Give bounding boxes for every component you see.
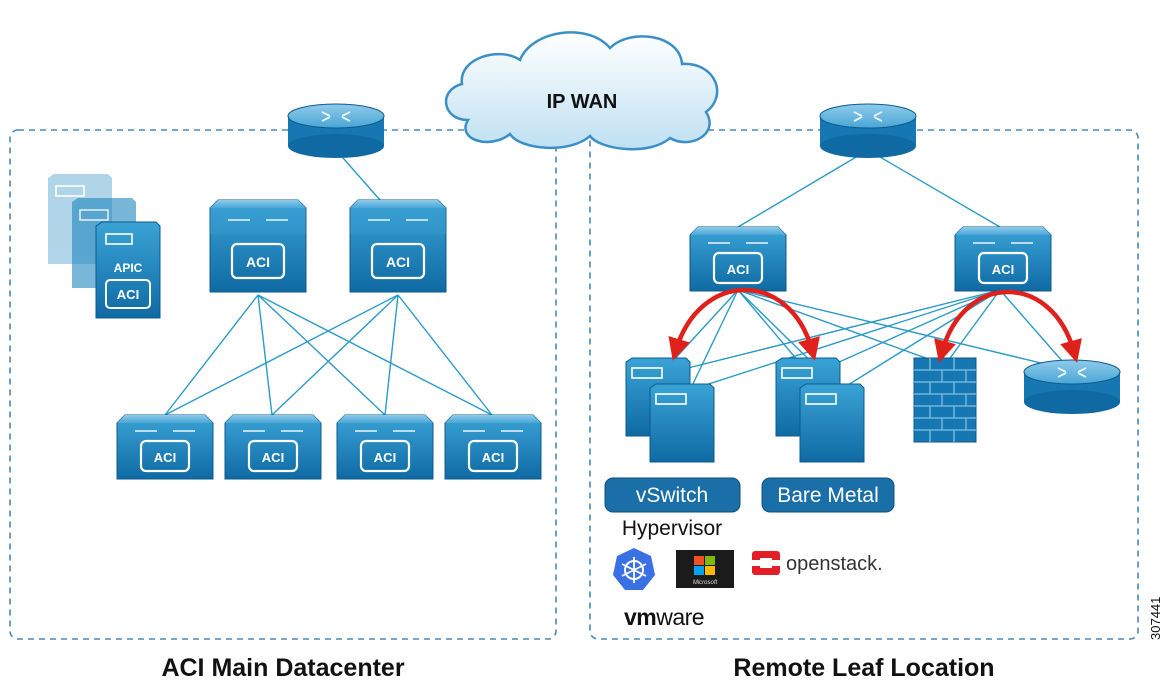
node-label: ACI [246, 254, 270, 270]
apic-cluster: APIC ACI [48, 174, 161, 319]
node-label: ACI [386, 254, 410, 270]
red-arrow-right [934, 289, 1082, 363]
node-label: ACI [482, 450, 504, 465]
node-label: ACI [992, 262, 1014, 277]
main-leaf-switch-4: ACI [444, 414, 542, 480]
vmware-logo-vm: vm [624, 604, 656, 630]
hypervisor-label: Hypervisor [622, 517, 722, 540]
node-label: ACI [374, 450, 396, 465]
vswitch-badge: vSwitch [604, 477, 741, 513]
external-router [1023, 359, 1121, 415]
ip-wan-label: IP WAN [547, 91, 618, 113]
figure-id: 307441 [1148, 597, 1163, 640]
node-label: ACI [262, 450, 284, 465]
remote-router [819, 103, 917, 159]
openstack-logo-text: openstack. [786, 553, 883, 575]
main-leaf-switch-2: ACI [224, 414, 322, 480]
remote-site-caption: Remote Leaf Location [733, 654, 994, 682]
ip-wan-cloud: IP WAN [445, 31, 719, 151]
vswitch-label: vSwitch [636, 484, 708, 507]
node-label: ACI [727, 262, 749, 277]
main-spine-switch-1: ACI [208, 198, 308, 294]
openstack-logo: openstack. [752, 551, 883, 575]
firewall-icon [913, 357, 977, 443]
main-site-links [164, 149, 493, 416]
hypervisor-servers [625, 357, 715, 463]
red-arrow-left [668, 287, 820, 361]
main-leaf-switch-1: ACI [116, 414, 214, 480]
apic-aci-label: ACI [117, 287, 139, 302]
vmware-logo-ware: ware [655, 604, 704, 630]
microsoft-logo-text: Microsoft [693, 580, 718, 586]
microsoft-logo: Microsoft [676, 550, 734, 588]
main-leaf-switch-3: ACI [336, 414, 434, 480]
bare-metal-label: Bare Metal [777, 484, 879, 507]
remote-leaf-switch-2: ACI [954, 226, 1052, 292]
apic-label: APIC [114, 261, 143, 275]
main-site-border [9, 129, 557, 640]
remote-leaf-switch-1: ACI [689, 226, 787, 292]
bare-metal-servers [775, 357, 865, 463]
bare-metal-badge: Bare Metal [761, 477, 895, 513]
main-router [287, 103, 385, 159]
kubernetes-logo [613, 548, 655, 590]
main-spine-switch-2: ACI [348, 198, 448, 294]
vmware-logo: vmware [624, 604, 704, 630]
main-site-caption: ACI Main Datacenter [161, 654, 404, 682]
node-label: ACI [154, 450, 176, 465]
